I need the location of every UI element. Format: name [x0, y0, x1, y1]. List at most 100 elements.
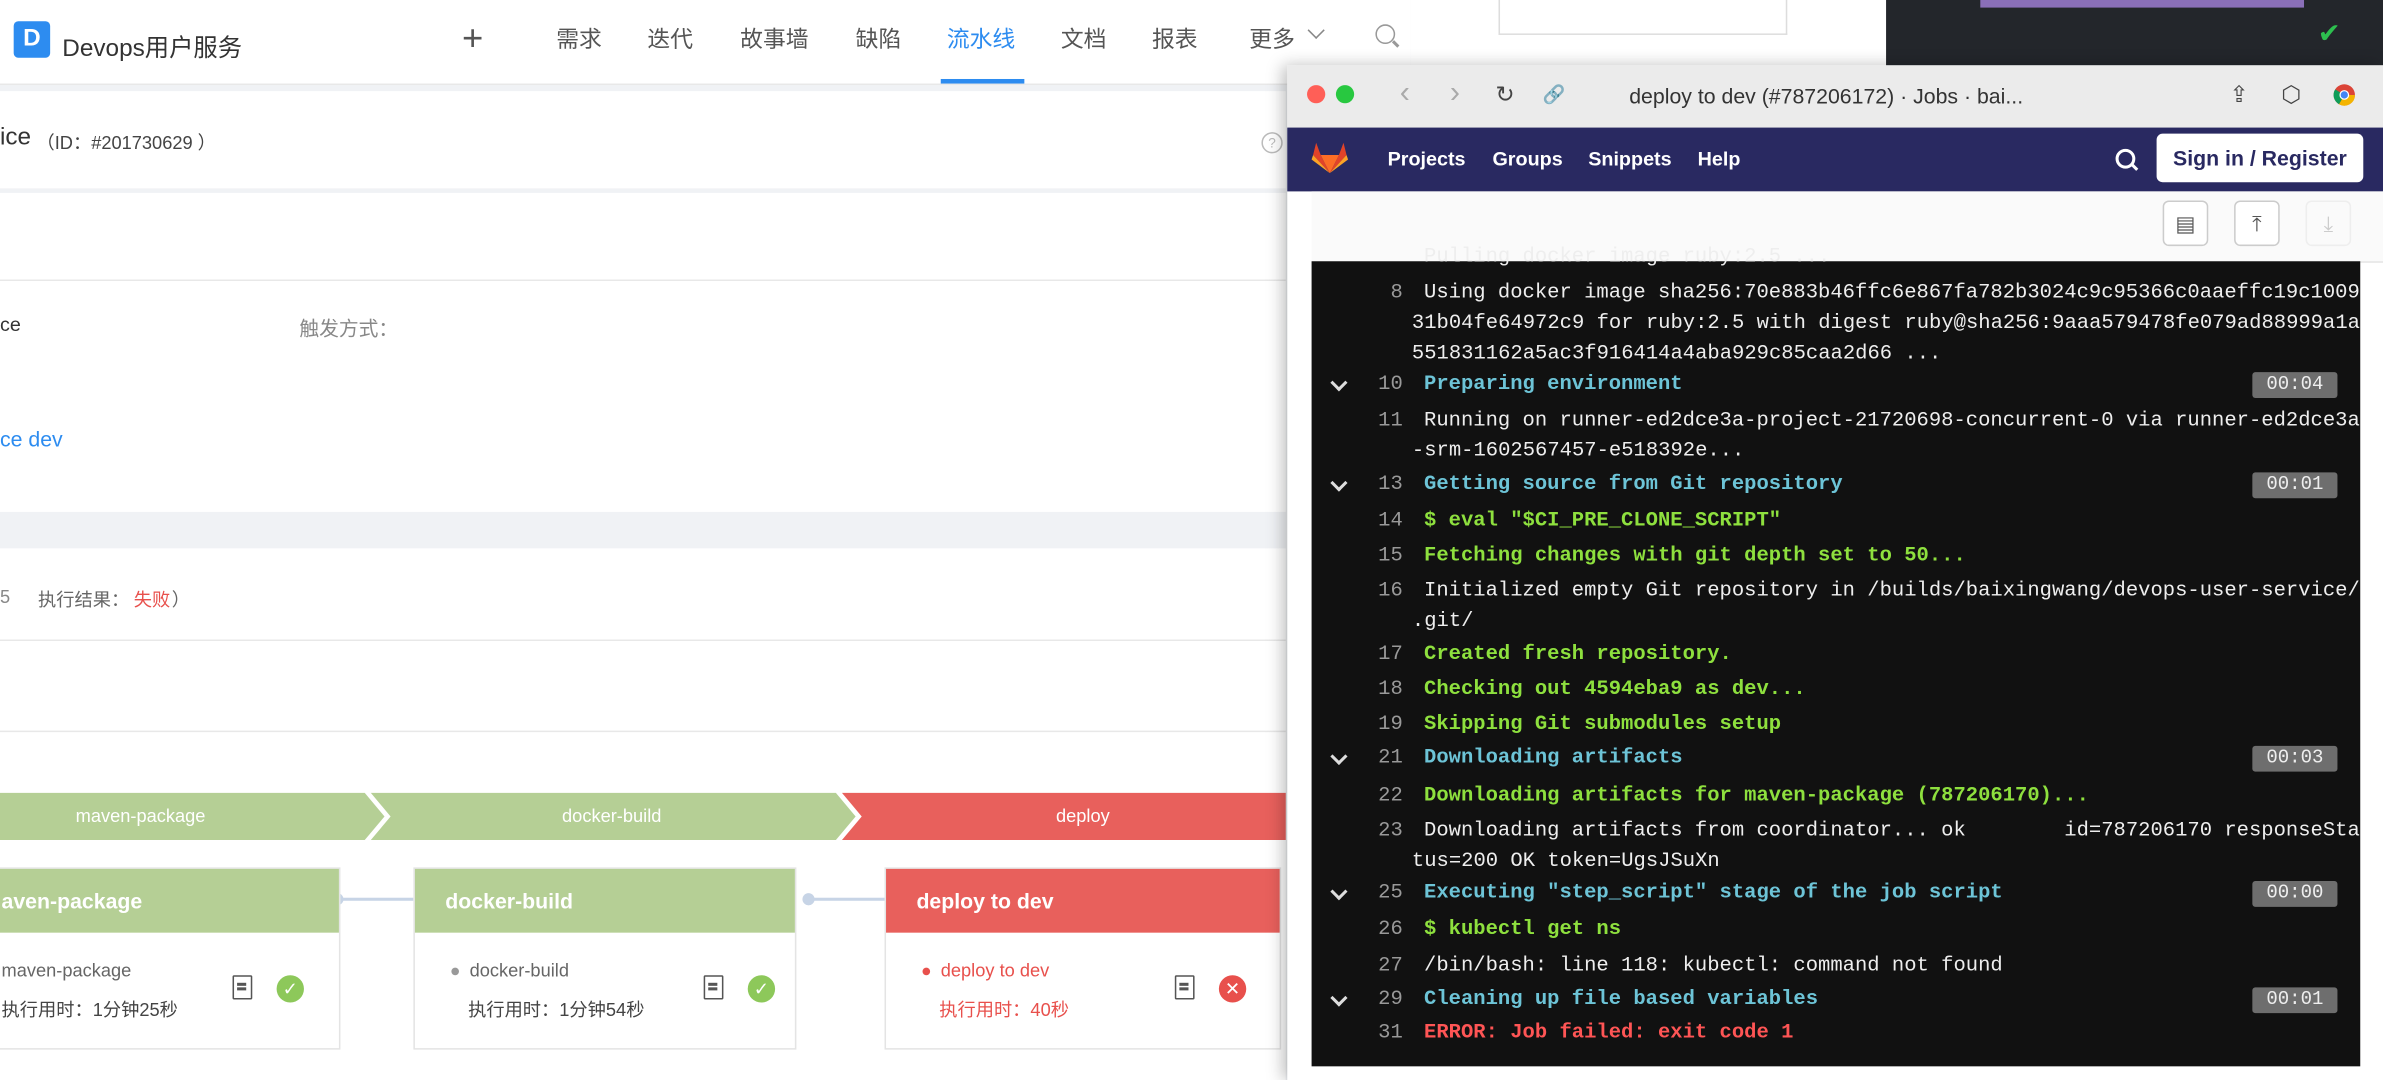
job-log-toolbar: ▤ ⤒ ⤓	[1311, 191, 2383, 263]
log-file-icon[interactable]	[232, 975, 253, 1000]
line-number: 17	[1378, 644, 1403, 667]
forward-icon[interactable]: ›	[1449, 75, 1461, 110]
service-id: （ID：#201730629 ）	[36, 132, 216, 154]
background-terminal-window	[1886, 0, 2383, 67]
gitlab-logo-icon[interactable]	[1311, 141, 1349, 174]
nav-iterations[interactable]: 迭代	[647, 27, 694, 54]
line-text: Using docker image sha256:70e883b46ffc6e…	[1424, 282, 2360, 306]
line-text: Skipping Git submodules setup	[1424, 713, 1782, 737]
line-number: 14	[1378, 510, 1403, 534]
job-connector	[808, 897, 885, 901]
raw-log-button[interactable]: ▤	[2162, 200, 2209, 247]
line-text: 551831162a5ac3f916414a4aba929c85caa2d66 …	[1411, 343, 1942, 367]
gitlab-nav-help[interactable]: Help	[1697, 147, 1741, 171]
nav-defects[interactable]: 缺陷	[855, 27, 902, 54]
line-text: Downloading artifacts from coordinator..…	[1424, 820, 2360, 844]
link-icon[interactable]: 🔗	[1542, 83, 1566, 105]
stage-docker-build[interactable]: docker-build	[562, 805, 662, 827]
line-number: 25	[1378, 882, 1403, 906]
job-card-maven-package[interactable]: aven-package maven-package 执行用时：1分钟25秒 ✓	[0, 867, 341, 1050]
share-icon[interactable]: ⇪	[2229, 82, 2249, 108]
job-card-deploy-to-dev[interactable]: deploy to dev deploy to dev 执行用时：40秒 ✕	[884, 867, 1282, 1050]
search-icon[interactable]	[2115, 148, 2136, 169]
chevron-down-icon[interactable]	[1330, 747, 1348, 766]
result-prefix: 5	[0, 586, 11, 608]
background-tab-highlight	[1980, 0, 2305, 8]
nav-pipeline[interactable]: 流水线	[946, 27, 1016, 54]
log-line: .git/	[1312, 608, 2361, 638]
log-line: -srm-1602567457-e518392e...	[1312, 437, 2361, 467]
nav-requirements[interactable]: 需求	[556, 27, 602, 54]
job-title[interactable]: aven-package	[0, 868, 339, 933]
line-number: 21	[1378, 747, 1403, 771]
stage-maven-package[interactable]: maven-package	[75, 805, 206, 827]
line-text: Created fresh repository.	[1424, 644, 1732, 667]
chrome-icon[interactable]	[2333, 84, 2356, 107]
scroll-bottom-button[interactable]: ⤓	[2305, 200, 2352, 247]
chevron-down-icon[interactable]	[1330, 374, 1348, 392]
browser-titlebar: ‹ › ↻ 🔗 deploy to dev (#787206172) · Job…	[1287, 65, 2383, 130]
job-duration: 执行用时：1分钟54秒	[468, 999, 645, 1021]
line-text: Getting source from Git repository	[1424, 473, 1843, 497]
stage-arrow-deploy	[841, 792, 1286, 841]
job-title[interactable]: deploy to dev	[886, 868, 1280, 933]
nav-reports[interactable]: 报表	[1152, 27, 1198, 54]
line-number: 31	[1378, 1022, 1403, 1046]
job-name: deploy to dev	[922, 960, 1049, 981]
reload-icon[interactable]: ↻	[1495, 82, 1515, 108]
log-file-icon[interactable]	[1174, 975, 1195, 1000]
service-header-card	[0, 91, 1286, 189]
gitlab-nav-groups[interactable]: Groups	[1492, 147, 1563, 171]
nav-story-wall[interactable]: 故事墙	[740, 27, 809, 54]
stage-deploy[interactable]: deploy	[1055, 805, 1110, 827]
status-dot	[922, 968, 931, 976]
line-number: 10	[1378, 373, 1403, 397]
chevron-down-icon[interactable]	[1307, 21, 1325, 39]
sign-in-button[interactable]: Sign in / Register	[2156, 133, 2364, 183]
job-duration: 执行用时：1分钟25秒	[1, 999, 178, 1021]
line-number: 18	[1378, 678, 1403, 702]
zoom-window-button[interactable]	[1335, 85, 1355, 104]
log-line: 551831162a5ac3f916414a4aba929c85caa2d66 …	[1312, 340, 2361, 370]
chevron-down-icon[interactable]	[1330, 883, 1348, 901]
chevron-down-icon[interactable]	[1330, 474, 1348, 492]
job-duration: 执行用时：40秒	[939, 999, 1069, 1021]
app-logo[interactable]: D	[13, 21, 51, 58]
job-card-docker-build[interactable]: docker-build docker-build 执行用时：1分钟54秒 ✓	[413, 867, 797, 1050]
gitlab-nav-projects[interactable]: Projects	[1387, 147, 1466, 171]
gitlab-nav-snippets[interactable]: Snippets	[1588, 147, 1672, 171]
scroll-top-button[interactable]: ⤒	[2234, 200, 2280, 247]
line-text: .git/	[1411, 610, 1474, 634]
log-file-icon[interactable]	[703, 975, 724, 1000]
line-text: Fetching changes with git depth set to 5…	[1424, 545, 1966, 569]
chevron-down-icon[interactable]	[1330, 989, 1348, 1007]
back-icon[interactable]: ‹	[1399, 75, 1410, 110]
job-title[interactable]: docker-build	[414, 868, 795, 933]
branch-link[interactable]: ce dev	[0, 426, 63, 452]
log-line: 27/bin/bash: line 118: kubectl: command …	[1312, 952, 2361, 982]
line-number: 22	[1378, 785, 1403, 809]
line-text: $ eval "$CI_PRE_CLONE_SCRIPT"	[1424, 510, 1782, 534]
failed-icon: ✕	[1218, 975, 1247, 1003]
search-icon[interactable]	[1375, 24, 1396, 45]
add-icon[interactable]: +	[462, 18, 484, 60]
nav-docs[interactable]: 文档	[1060, 27, 1107, 54]
log-line: 17 Created fresh repository.	[1312, 641, 2361, 671]
gitlab-navbar: Projects Groups Snippets Help Sign in / …	[1287, 127, 2383, 192]
success-icon: ✓	[276, 975, 304, 1003]
close-window-button[interactable]	[1307, 85, 1326, 104]
divider	[0, 730, 1286, 733]
extension-icon[interactable]: ⬡	[2281, 82, 2302, 108]
help-icon[interactable]: ?	[1261, 132, 1283, 154]
result-value: 失败	[133, 589, 171, 611]
app-title[interactable]: Devops用户服务	[62, 36, 243, 63]
line-text: Cleaning up file based variables	[1424, 988, 1819, 1012]
nav-more[interactable]: 更多	[1249, 27, 1295, 54]
